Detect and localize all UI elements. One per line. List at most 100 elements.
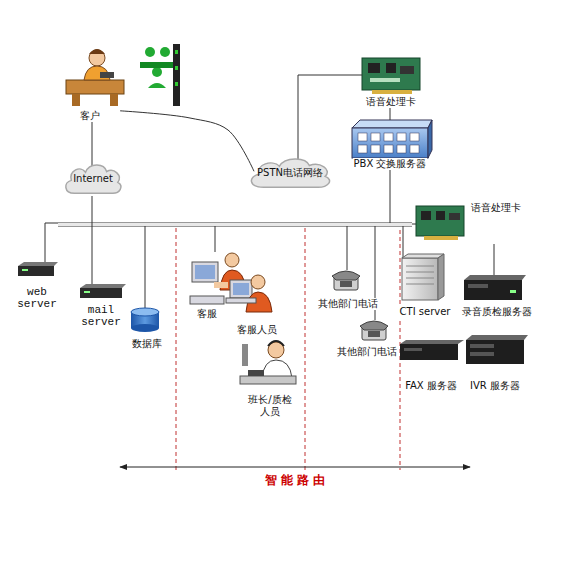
customer-figure — [100, 72, 114, 78]
pbx-server — [352, 120, 432, 158]
customer-group — [160, 47, 170, 57]
customer-group — [175, 50, 178, 54]
customer-figure — [89, 49, 105, 54]
pbx-server — [410, 133, 419, 141]
voice-card — [400, 66, 414, 74]
node-label: 语音处理卡 — [365, 96, 417, 108]
web-server-box — [18, 262, 58, 266]
node-label: 客服人员 — [236, 324, 278, 336]
pbx-server — [384, 145, 393, 153]
voice-card — [386, 63, 396, 73]
cloud-outline — [251, 159, 329, 187]
fax-server-box — [404, 348, 422, 351]
fax-server-box — [400, 344, 458, 360]
pbx-server — [371, 133, 380, 141]
network-bus — [45, 223, 412, 226]
cti-server-tower — [406, 266, 434, 267]
customer-group — [145, 47, 155, 57]
cti-server-tower — [402, 254, 444, 300]
supervisor-figure — [262, 360, 292, 378]
pbx-server — [352, 128, 428, 158]
voice-card-node: 语音处理卡 — [358, 56, 424, 108]
customer-group — [175, 82, 178, 86]
agent-figures — [233, 283, 249, 295]
node-label: 客户 — [79, 110, 101, 122]
web-server-node: web server — [10, 258, 64, 310]
agent-figures — [195, 265, 215, 279]
customer-figure — [110, 94, 118, 106]
recording-server-box — [464, 275, 526, 280]
pbx-server — [397, 133, 406, 141]
agent-figures — [214, 282, 228, 288]
internet-cloud: Internet — [62, 162, 124, 196]
voice-card — [416, 206, 464, 240]
agent-figures — [230, 280, 252, 298]
routing-arrow — [120, 467, 470, 468]
cti-server-tower — [402, 254, 444, 258]
mail-server-box — [80, 284, 126, 298]
web-server-box — [18, 266, 54, 276]
pbx-server — [384, 133, 393, 141]
phone-node: 其他部门电话 — [314, 266, 382, 310]
node-label: 数据库 — [131, 338, 163, 350]
cti-server-tower — [406, 272, 434, 273]
ivr-node: IVR 服务器 — [460, 332, 530, 392]
agent-figures — [192, 262, 218, 282]
supervisor-node: 班长/质检人员 — [234, 336, 306, 418]
network-link — [92, 122, 93, 166]
network-link — [390, 108, 391, 120]
agent-figures — [190, 296, 224, 304]
node-label: CTI server — [399, 306, 452, 318]
recorder-node: 录音质检服务器 — [452, 272, 542, 318]
node-label: 语音处理卡 — [470, 202, 522, 214]
node-label: 其他部门电话 — [336, 346, 398, 358]
mail-server-node: mail server — [70, 282, 132, 328]
voice-card — [372, 90, 412, 94]
pbx-server — [410, 145, 419, 153]
network-link — [298, 75, 362, 159]
phone-icon — [340, 281, 352, 287]
pbx-server — [358, 145, 367, 153]
mail-server-box — [80, 288, 122, 298]
web-server-box — [22, 269, 28, 271]
routing-divider — [305, 228, 306, 470]
routing-label: 智 能 路 由 — [262, 472, 329, 489]
voice-card — [362, 58, 420, 90]
ivr-server-box — [470, 344, 494, 348]
node-label: PBX 交换服务器 — [353, 158, 428, 170]
customer-group — [173, 44, 180, 106]
bus-wires — [403, 226, 404, 258]
recording-server-box — [468, 284, 488, 288]
pbx-server — [352, 120, 432, 128]
phone-node: 其他部门电话 — [333, 318, 401, 358]
mail-server-box — [84, 291, 90, 293]
pbx-server — [358, 133, 367, 141]
node-label: web server — [13, 286, 61, 310]
customer-figure — [72, 94, 80, 106]
voice-card — [421, 211, 431, 220]
network-link — [494, 244, 495, 275]
database-cylinder — [131, 308, 159, 332]
supervisor-figure — [242, 344, 248, 366]
ivr-server-box — [466, 340, 524, 364]
voice-card-node: 语音处理卡 — [412, 202, 522, 244]
voice-card — [449, 213, 460, 220]
voice-card — [424, 236, 458, 240]
web-server-box — [18, 262, 58, 276]
cti-server-tower — [402, 258, 438, 300]
node-label: PSTN电话网络 — [256, 167, 324, 179]
agent-node: 客服客服人员 — [186, 248, 278, 336]
supervisor-figure — [240, 341, 296, 384]
database-node: 数据库 — [122, 304, 172, 350]
recording-server-box — [464, 275, 526, 300]
customer-group — [140, 62, 174, 68]
node-label: 其他部门电话 — [317, 298, 379, 310]
customer-group — [140, 44, 180, 106]
network-bus — [58, 223, 412, 226]
pstn-cloud: PSTN电话网络 — [246, 156, 334, 190]
cti-server-tower — [438, 254, 444, 300]
supervisor-figure — [248, 370, 264, 376]
agent-figures — [226, 298, 256, 303]
cti-server-tower — [406, 278, 434, 279]
agent-figures — [251, 275, 265, 289]
